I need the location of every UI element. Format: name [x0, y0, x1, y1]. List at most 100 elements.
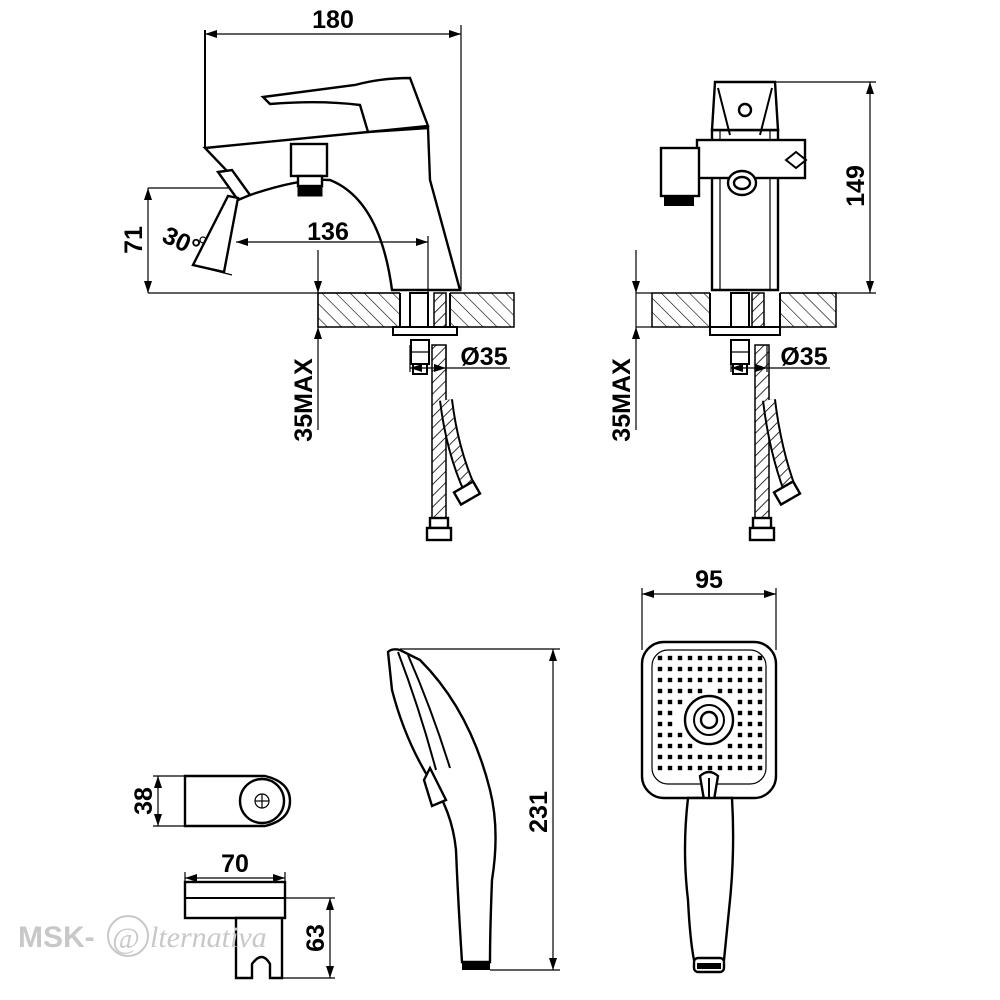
nozzle [667, 688, 673, 694]
nozzle [757, 699, 763, 705]
nozzle [687, 677, 693, 683]
nozzle [677, 699, 683, 705]
nozzle [667, 721, 673, 727]
nozzle [747, 688, 753, 694]
nozzle [657, 721, 663, 727]
dim-diameter-right: Ø35 [780, 343, 827, 371]
nozzle [747, 710, 753, 716]
nozzle [707, 655, 713, 661]
nozzle [717, 666, 723, 672]
watermark-logo: MSK- @ lternativa [18, 915, 267, 957]
nozzle [657, 732, 663, 738]
nozzle [737, 699, 743, 705]
spray-nozzles [657, 655, 763, 771]
nozzle [737, 710, 743, 716]
nozzle [657, 743, 663, 749]
dim-38: 38 [130, 787, 158, 815]
nozzle [707, 666, 713, 672]
nozzle [727, 754, 733, 760]
nozzle [687, 743, 693, 749]
nozzle [697, 666, 703, 672]
nozzle [687, 666, 693, 672]
nozzle [677, 754, 683, 760]
handshower-front-view: 95 [640, 566, 778, 974]
dim-231: 231 [525, 791, 553, 833]
wall-bracket: 70 63 [183, 850, 335, 980]
dim-95: 95 [695, 566, 723, 594]
nozzle [667, 732, 673, 738]
nozzle [707, 677, 713, 683]
nozzle [697, 765, 703, 771]
nozzle [697, 688, 703, 694]
nozzle [727, 677, 733, 683]
nozzle [657, 688, 663, 694]
dim-71: 71 [120, 226, 148, 254]
nozzle [667, 754, 673, 760]
nozzle [657, 677, 663, 683]
nozzle [737, 688, 743, 694]
nozzle [667, 743, 673, 749]
nozzle [747, 666, 753, 672]
nozzle [697, 677, 703, 683]
nozzle [727, 688, 733, 694]
nozzle [697, 754, 703, 760]
nozzle [757, 688, 763, 694]
nozzle [657, 699, 663, 705]
nozzle [717, 688, 723, 694]
nozzle [677, 677, 683, 683]
nozzle [667, 699, 673, 705]
nozzle [727, 666, 733, 672]
faucet-front-view: 180 136 71 30° 35MAX Ø35 [120, 6, 515, 542]
nozzle [677, 666, 683, 672]
nozzle [757, 655, 763, 661]
nozzle [757, 754, 763, 760]
dim-149: 149 [842, 165, 870, 207]
nozzle [657, 765, 663, 771]
dim-35max-left: 35MAX [290, 358, 318, 442]
nozzle [747, 655, 753, 661]
dim-35max-right: 35MAX [608, 358, 636, 442]
nozzle [677, 765, 683, 771]
svg-text:MSK-: MSK- [18, 921, 95, 954]
nozzle [747, 743, 753, 749]
nozzle [737, 655, 743, 661]
nozzle [717, 765, 723, 771]
nozzle [657, 754, 663, 760]
nozzle [707, 765, 713, 771]
nozzle [757, 710, 763, 716]
nozzle [717, 677, 723, 683]
nozzle [667, 765, 673, 771]
nozzle [667, 655, 673, 661]
nozzle [747, 765, 753, 771]
nozzle [727, 765, 733, 771]
handshower-side-view: 231 [386, 648, 560, 971]
nozzle [747, 754, 753, 760]
nozzle [747, 699, 753, 705]
nozzle [747, 677, 753, 683]
dim-70: 70 [221, 850, 249, 878]
nozzle [737, 765, 743, 771]
nozzle [687, 655, 693, 661]
nozzle [737, 754, 743, 760]
nozzle [757, 743, 763, 749]
nozzle [687, 688, 693, 694]
nozzle [727, 743, 733, 749]
nozzle [667, 666, 673, 672]
nozzle [707, 754, 713, 760]
nozzle [697, 655, 703, 661]
nozzle [757, 765, 763, 771]
nozzle [727, 655, 733, 661]
nozzle [757, 677, 763, 683]
nozzle [677, 688, 683, 694]
nozzle [667, 710, 673, 716]
dim-63: 63 [302, 924, 330, 952]
nozzle [717, 754, 723, 760]
nozzle [657, 710, 663, 716]
faucet-side-view: 149 35MAX Ø35 [608, 80, 876, 542]
nozzle [737, 743, 743, 749]
shower-holder: 38 [130, 774, 292, 828]
nozzle [747, 721, 753, 727]
svg-text:@: @ [112, 922, 140, 955]
nozzle [677, 743, 683, 749]
